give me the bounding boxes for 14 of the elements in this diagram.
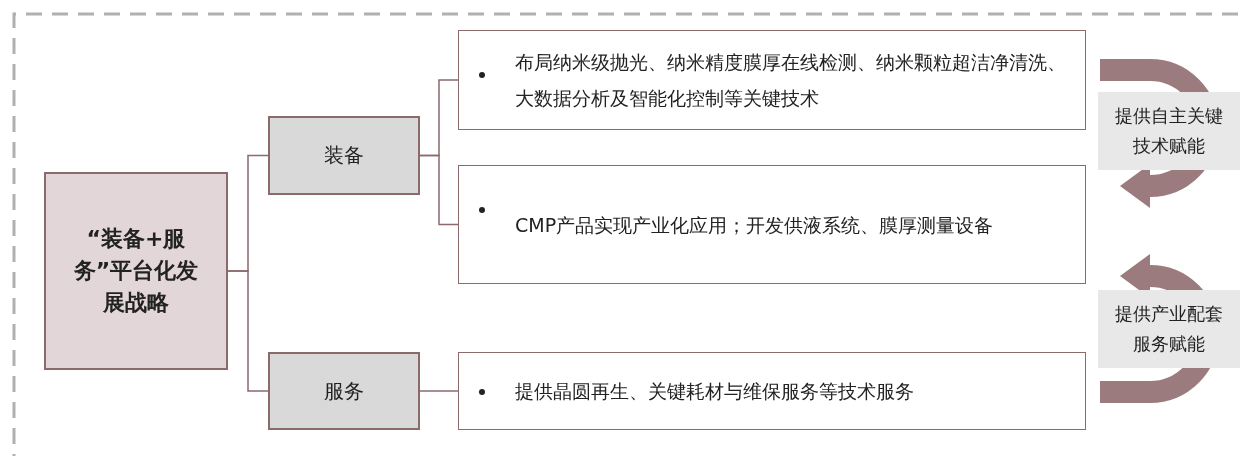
connector-line bbox=[419, 154, 459, 226]
description-text: 布局纳米级抛光、纳米精度膜厚在线检测、纳米颗粒超洁净清洗、大数据分析及智能化控制等关键技术 bbox=[515, 50, 1067, 111]
connector-line bbox=[227, 270, 269, 392]
category-box: 装备 bbox=[268, 116, 420, 195]
description-text: CMP产品实现产业化应用；开发供液系统、膜厚测量设备 bbox=[515, 212, 994, 238]
note-box: 提供自主关键技术赋能 bbox=[1098, 92, 1240, 170]
description-text: 提供晶圆再生、关键耗材与维保服务等技术服务 bbox=[515, 379, 914, 404]
note-box: 提供产业配套服务赋能 bbox=[1098, 290, 1240, 368]
strategy-box: “装备+服务”平台化发展战略 bbox=[44, 172, 228, 370]
description-box bbox=[458, 165, 1086, 284]
connector-line bbox=[419, 390, 459, 392]
category-box: 服务 bbox=[268, 352, 420, 430]
description-box bbox=[458, 352, 1086, 430]
description-box bbox=[458, 30, 1086, 130]
